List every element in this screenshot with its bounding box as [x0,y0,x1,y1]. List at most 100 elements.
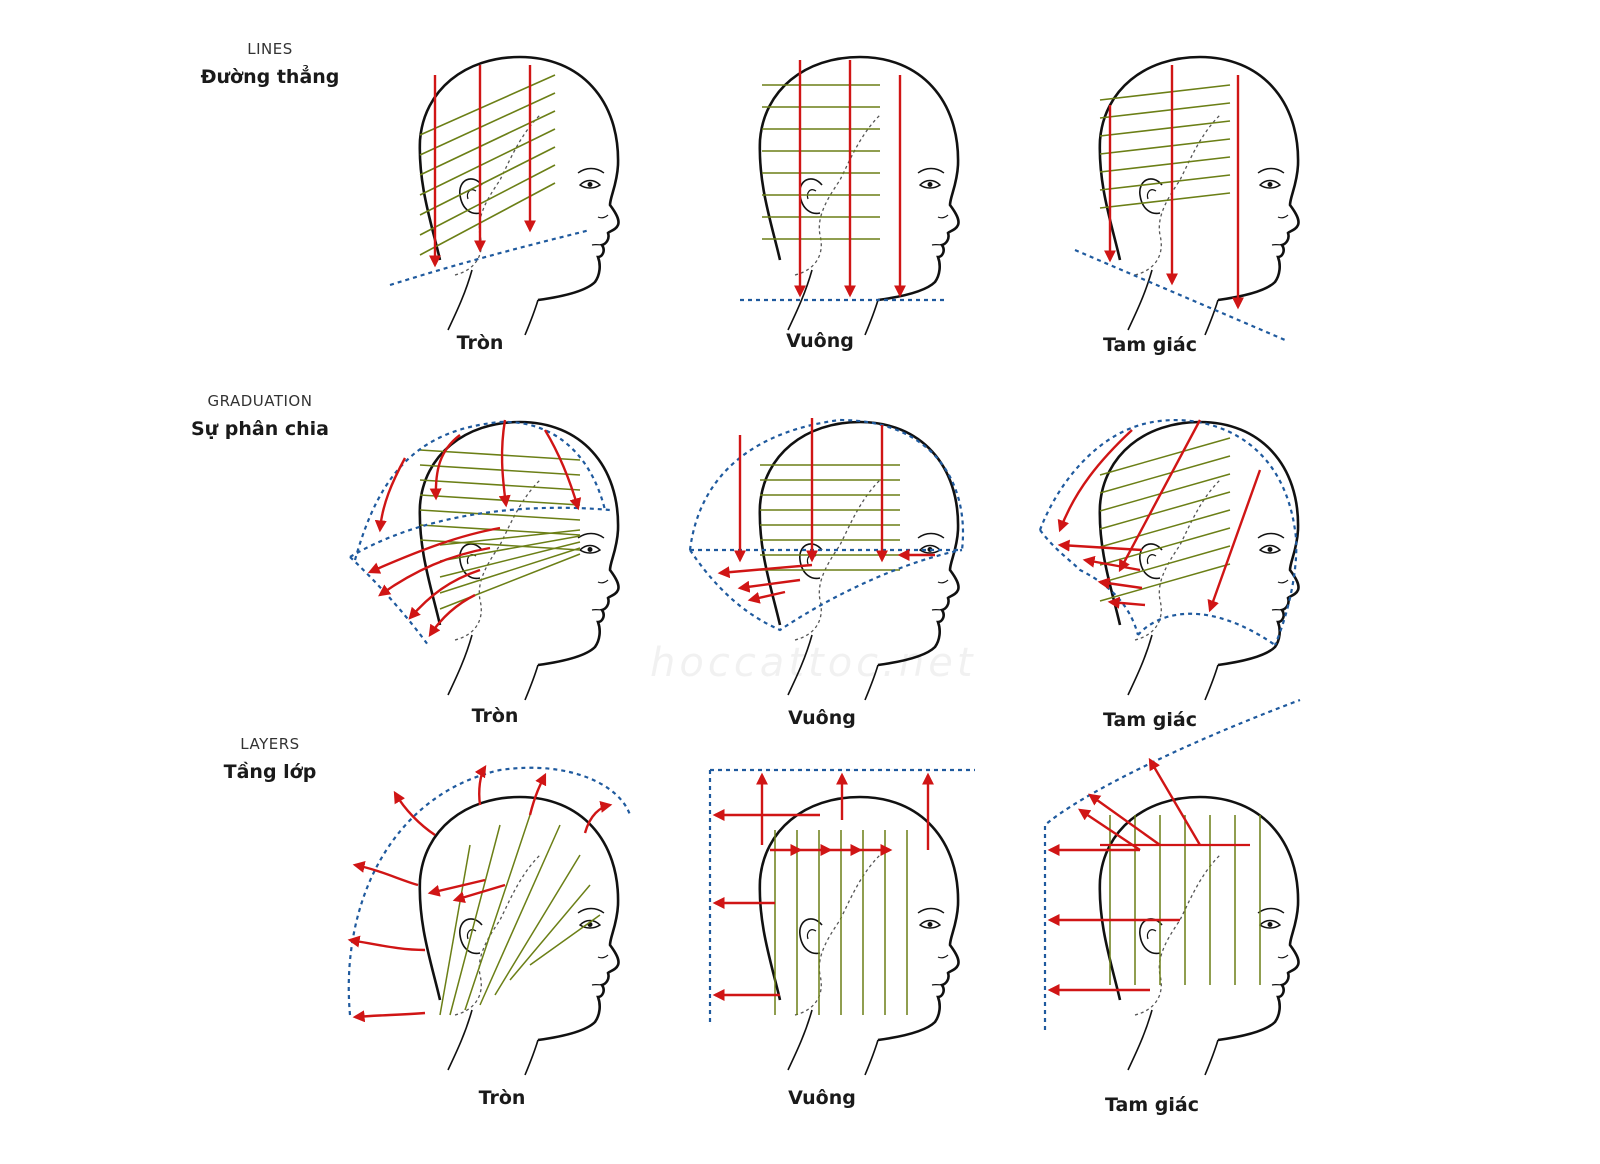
hairline [794,854,881,1016]
guide-line [419,128,556,196]
guide-line-dotted [389,228,591,287]
eye-pupil [1267,922,1273,927]
cut-direction-arrow [1088,793,1161,846]
cut-direction-arrow [374,457,407,533]
ear [459,918,483,955]
hairline [1134,114,1221,276]
ear-inner [806,189,817,200]
cut-direction-arrow [1057,539,1143,552]
eyebrow [917,532,945,539]
eye-pupil [587,547,593,552]
guide-line [1099,455,1231,494]
guide-line [464,814,531,1011]
neck-line [524,299,539,336]
row-label-en: LAYERS [240,735,300,753]
cut-direction-arrow [408,568,481,620]
guide-line [419,182,556,256]
eye-pupil [927,182,933,187]
neck-line [787,634,813,696]
cut-direction-arrow [352,861,419,887]
eyebrow [577,167,605,174]
neck-line [787,269,813,331]
row-label-graduation: GRADUATION Sự phân chia [185,392,335,440]
cut-direction-arrow [352,1010,426,1023]
head-lines-triangle [1060,45,1390,345]
guide-line [419,146,556,216]
ear [1139,918,1163,955]
ear-inner [1146,554,1157,565]
eye [918,919,942,929]
head-diagram-svg [349,419,620,701]
guide-line [439,529,581,546]
caption-triangle: Tam giác [1103,709,1197,731]
guide-line-dotted [1074,248,1286,342]
caption-round: Tròn [478,1087,526,1109]
hairline [454,114,541,276]
hairline [454,479,541,641]
eyebrow [917,167,945,174]
head-lines-square [720,45,1050,345]
head-diagram-svg [740,55,960,336]
eyebrow [577,532,605,539]
cut-direction-arrow [747,590,786,604]
neck-line [1127,269,1153,331]
head-outline [418,420,620,667]
nostril [597,954,609,959]
nostril [597,214,609,219]
guide-line [419,110,556,176]
guide-line [419,74,556,136]
guide-line [1099,473,1231,512]
guide-line-dotted [353,420,607,561]
caption-triangle: Tam giác [1103,334,1197,356]
head-graduation-square [688,410,1050,710]
head-layers-triangle [1043,698,1390,1085]
head-layers-square [708,768,1050,1085]
head-outline [418,55,620,302]
guide-line [1099,437,1231,476]
caption-square: Vuông [786,330,854,352]
guide-line [419,479,581,491]
row-label-en: GRADUATION [207,392,313,410]
guide-line [439,553,581,610]
neck-line [1204,1039,1219,1076]
neck-line [1204,664,1219,701]
row-label-vi: Tầng lớp [223,761,317,783]
cut-direction-arrow [1107,596,1146,609]
eyebrow [577,907,605,914]
head-lines-round [380,45,710,345]
cut-direction-arrow [1148,757,1202,846]
eye [578,179,602,189]
head-graduation-round [349,410,710,710]
guide-line [419,464,581,476]
cut-direction-arrow [1078,808,1141,851]
ear [1139,543,1163,580]
caption-square: Vuông [788,707,856,729]
cut-direction-arrow [583,801,613,834]
guide-line [1099,527,1231,566]
ear-inner [466,929,477,940]
neck-line [1204,299,1219,336]
head-diagram-svg [688,418,965,701]
guide-line [439,844,471,1016]
ear [799,178,823,215]
row-label-en: LINES [247,40,293,58]
cut-direction-arrow [474,764,487,806]
guide-line [1099,120,1231,137]
cut-direction-arrow [393,790,436,836]
cut-direction-arrow [427,878,486,897]
caption-triangle: Tam giác [1105,1094,1199,1116]
guide-line [419,524,581,536]
cut-direction-arrow [429,434,461,501]
neck-line [864,299,879,336]
cut-direction-arrow [498,419,511,508]
hairline [1134,479,1221,641]
guide-line-dotted [1039,529,1140,636]
eye-pupil [1267,182,1273,187]
guide-line-dotted [1137,612,1276,646]
neck-line [1127,1009,1153,1071]
guide-line-dotted [1043,698,1301,1030]
hairline [454,854,541,1016]
guide-line [1099,509,1231,548]
head-diagram-svg [347,764,632,1076]
eye-pupil [587,182,593,187]
